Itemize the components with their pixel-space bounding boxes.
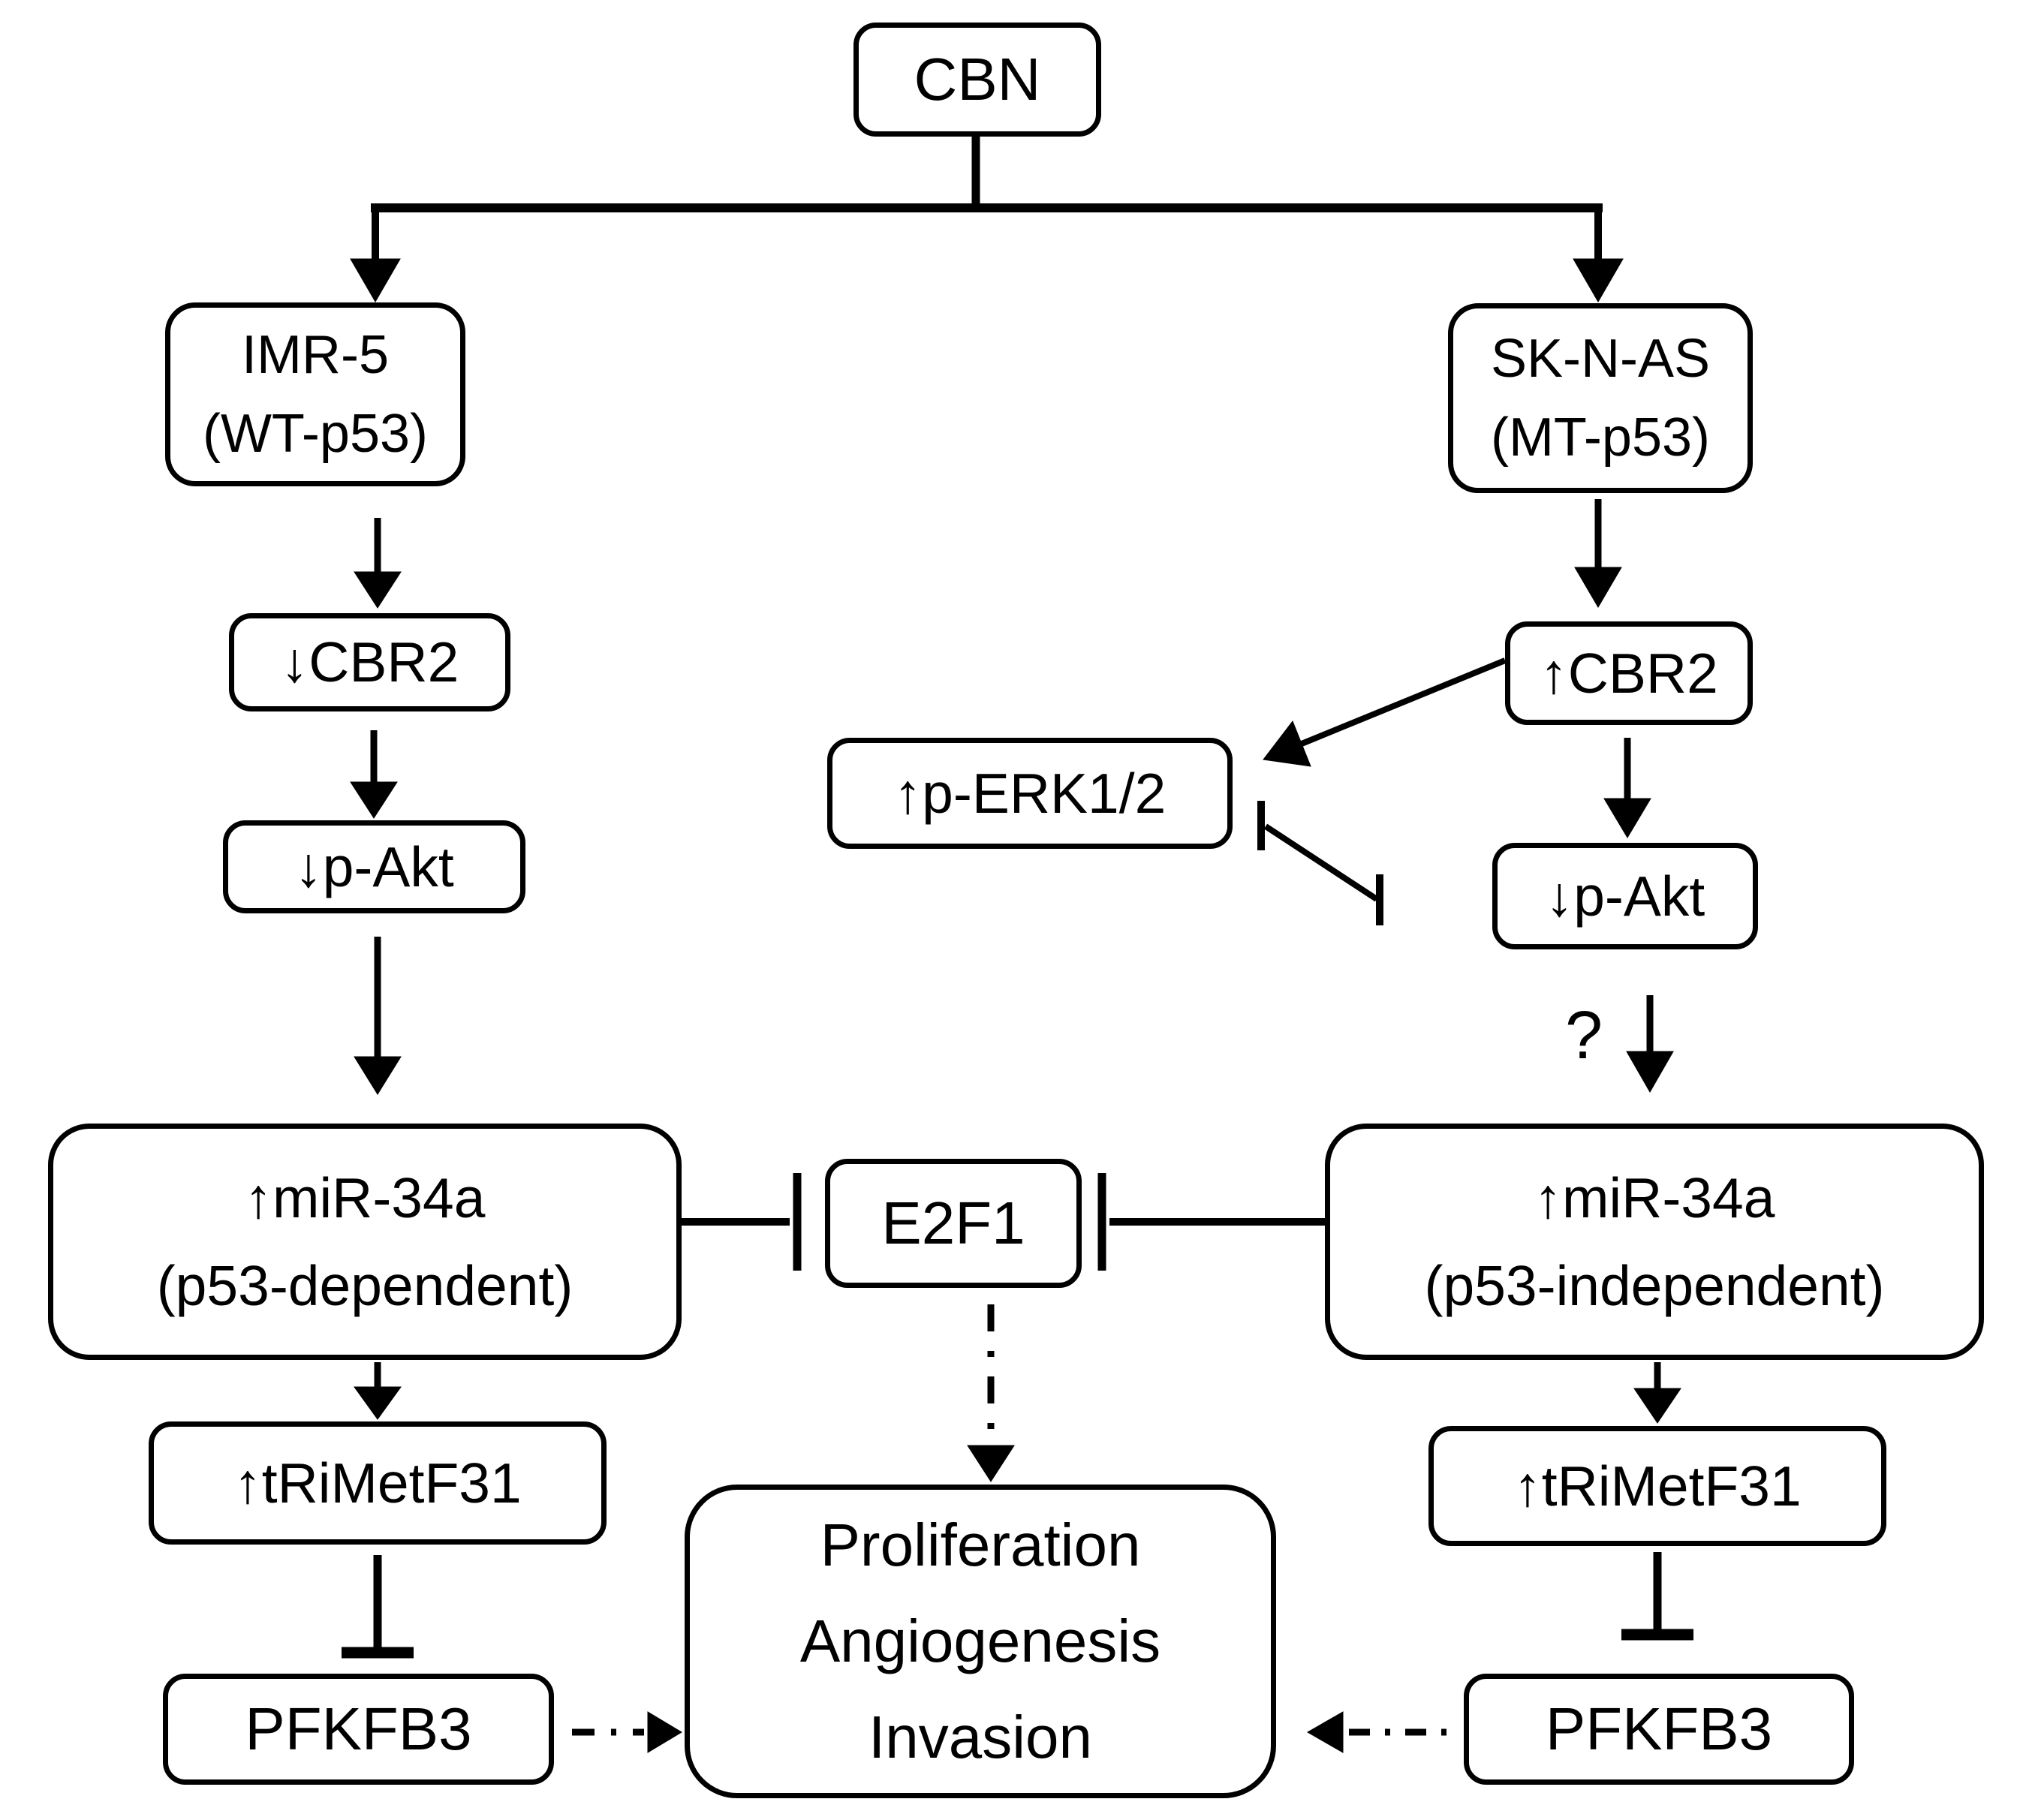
arrowhead-to-sknas xyxy=(1573,258,1624,302)
edge-sknas-to-cbr2up-arrow xyxy=(1574,499,1622,608)
node-cbr2-up: ↑CBR2 xyxy=(1505,621,1753,725)
node-sknas-mt-p53: SK-N-AS (MT-p53) xyxy=(1448,303,1753,493)
edge-cbr2up-to-pakt-arrow xyxy=(1603,738,1651,838)
node-cbr2-up-label: ↑CBR2 xyxy=(1540,641,1718,705)
node-cbn: CBN xyxy=(853,23,1101,137)
node-e2f1-label: E2F1 xyxy=(881,1190,1025,1256)
edge-imr5-to-cbr2down-arrow xyxy=(354,518,402,609)
edge-mir34a-dep-to-trimetf31-arrow xyxy=(354,1362,402,1420)
edge-mir34a-indep-to-trimetf31-arrow xyxy=(1633,1362,1681,1424)
node-outcomes-line3: Invasion xyxy=(869,1704,1092,1770)
edge-cbr2down-to-pakt-arrow xyxy=(350,730,398,819)
node-pfkfb3-right-label: PFKFB3 xyxy=(1545,1695,1773,1762)
node-pfkfb3-right: PFKFB3 xyxy=(1464,1674,1854,1785)
node-imr5-line2: (WT-p53) xyxy=(202,403,429,464)
node-imr5-line1: IMR-5 xyxy=(242,325,389,386)
node-outcomes: Proliferation Angiogenesis Invasion xyxy=(685,1485,1276,1798)
edge-e2f1-to-outcomes-dashed-arrow xyxy=(967,1304,1015,1482)
edge-mir34a-dep-inhibits-e2f1 xyxy=(682,1173,802,1271)
node-p-erk1-2: ↑p-ERK1/2 xyxy=(827,738,1233,849)
edge-mir34a-indep-inhibits-e2f1 xyxy=(1097,1173,1325,1271)
edge-pfkfb3-right-to-outcomes-dashdot-arrow xyxy=(1306,1711,1460,1753)
node-pfkfb3-left-label: PFKFB3 xyxy=(245,1695,472,1762)
node-p-akt-left: ↓p-Akt xyxy=(223,820,525,913)
node-p-akt-left-label: ↓p-Akt xyxy=(294,835,454,898)
node-pfkfb3-left: PFKFB3 xyxy=(163,1674,554,1785)
node-sknas-line1: SK-N-AS xyxy=(1490,329,1711,390)
edge-pakt-to-mir34a-indep-arrow xyxy=(1626,995,1674,1094)
node-mir34a-indep-line2: (p53-independent) xyxy=(1424,1253,1885,1317)
node-mir34a-p53-independent: ↑miR-34a (p53-independent) xyxy=(1325,1124,1984,1360)
edge-pfkfb3-left-to-outcomes-dashdot-arrow xyxy=(572,1711,682,1753)
edge-cbn-branch xyxy=(350,137,1624,302)
node-mir34a-p53-dependent: ↑miR-34a (p53-dependent) xyxy=(48,1124,682,1360)
node-imr5-wt-p53: IMR-5 (WT-p53) xyxy=(165,302,465,486)
uncertainty-question-mark: ? xyxy=(1565,998,1603,1073)
node-cbn-label: CBN xyxy=(914,46,1041,113)
node-e2f1: E2F1 xyxy=(825,1159,1082,1288)
node-sknas-line2: (MT-p53) xyxy=(1490,407,1711,468)
node-mir34a-dep-line2: (p53-dependent) xyxy=(156,1253,573,1317)
node-outcomes-line2: Angiogenesis xyxy=(799,1608,1161,1674)
node-p-akt-right-label: ↓p-Akt xyxy=(1545,864,1705,928)
node-trimetf31-left-label: ↑tRiMetF31 xyxy=(233,1451,522,1515)
node-p-akt-right: ↓p-Akt xyxy=(1492,843,1758,949)
edge-perk-pakt-mutual-inhibition xyxy=(1257,801,1383,925)
edge-trimetf31-inhibits-pfkfb3-left xyxy=(342,1555,414,1659)
node-p-erk1-2-label: ↑p-ERK1/2 xyxy=(893,761,1167,825)
node-mir34a-dep-line1: ↑miR-34a xyxy=(244,1166,486,1230)
node-trimetf31-right-label: ↑tRiMetF31 xyxy=(1513,1454,1802,1518)
node-mir34a-indep-line1: ↑miR-34a xyxy=(1534,1166,1775,1230)
edge-trimetf31-inhibits-pfkfb3-right xyxy=(1621,1552,1693,1641)
node-cbr2-down: ↓CBR2 xyxy=(229,613,510,711)
arrowhead-to-imr5 xyxy=(350,258,401,302)
node-trimetf31-right: ↑tRiMetF31 xyxy=(1428,1426,1886,1546)
edge-cbr2up-to-perk-arrow xyxy=(1263,657,1507,767)
edge-pakt-to-mir34a-dep-arrow xyxy=(354,937,402,1095)
node-outcomes-line1: Proliferation xyxy=(820,1512,1141,1578)
node-trimetf31-left: ↑tRiMetF31 xyxy=(149,1421,607,1545)
node-cbr2-down-label: ↓CBR2 xyxy=(280,630,459,694)
